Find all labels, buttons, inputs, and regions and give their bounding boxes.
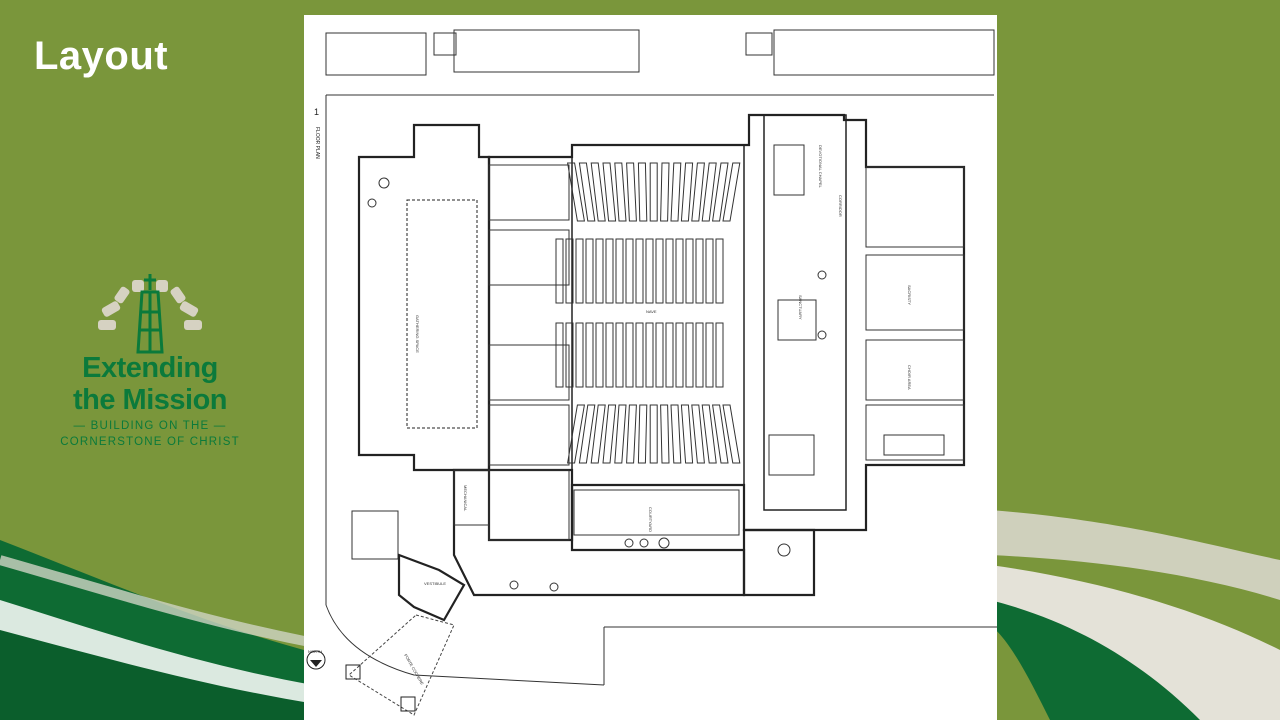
room-label-corridor: CORRIDOR	[838, 195, 843, 217]
room-label-porte-cochere: PORTE COCHERE	[403, 653, 425, 686]
pew	[635, 238, 644, 304]
pew	[660, 162, 670, 222]
room-label-courtyard: COURTYARD	[648, 507, 653, 532]
pew	[635, 322, 644, 388]
pew	[675, 322, 684, 388]
pew	[565, 238, 574, 304]
pew	[585, 322, 594, 388]
pew	[615, 322, 624, 388]
pew	[660, 404, 670, 464]
logo-title-line1: Extending	[82, 352, 218, 384]
room-label-vestibule: VESTIBULE	[424, 581, 446, 586]
pew	[722, 162, 741, 222]
pew	[691, 404, 705, 464]
pew	[645, 238, 654, 304]
room-label-chapel: DEVOTIONAL CHAPEL	[818, 145, 823, 189]
pew	[567, 404, 585, 464]
room-label-choir: CHOIR AREA	[907, 365, 912, 390]
pew	[595, 322, 604, 388]
bell-tower-icon	[98, 274, 202, 354]
pew	[715, 238, 724, 304]
pew	[575, 238, 584, 304]
pew	[670, 404, 682, 464]
pew	[605, 322, 614, 388]
pew	[602, 162, 617, 222]
room-label-narthex: GATHERING SPACE	[415, 315, 420, 353]
pew	[637, 162, 648, 222]
logo-tagline-line2: CORNERSTONE OF CHRIST	[60, 436, 240, 448]
pew	[565, 322, 574, 388]
pew	[567, 162, 585, 222]
sheet-number: 1	[314, 107, 319, 117]
pew	[625, 238, 634, 304]
pew	[712, 404, 729, 464]
pew	[705, 238, 714, 304]
pew	[665, 322, 674, 388]
pew	[715, 322, 724, 388]
pew	[626, 404, 637, 464]
pew	[680, 404, 694, 464]
pew	[555, 238, 564, 304]
north-arrow-icon: NORTH	[306, 649, 326, 670]
room-label-nave: NAVE	[646, 309, 657, 314]
slide-title: Layout	[34, 34, 169, 78]
pew	[685, 322, 694, 388]
pew	[615, 238, 624, 304]
room-label-sanctuary: SANCTUARY	[798, 295, 803, 320]
pew	[655, 322, 664, 388]
pew	[578, 162, 596, 222]
pew	[649, 404, 658, 464]
pew	[691, 162, 705, 222]
pew	[590, 162, 606, 222]
pew	[722, 404, 741, 464]
logo-tagline-line1: — BUILDING ON THE —	[73, 420, 227, 432]
pew	[585, 238, 594, 304]
floor-plan-drawing: 1 FLOOR PLAN NORTH NAVE GATHERING SPACE …	[304, 15, 997, 720]
pew	[701, 162, 717, 222]
pew	[602, 404, 617, 464]
pew	[575, 322, 584, 388]
sheet-title: FLOOR PLAN	[314, 127, 320, 159]
pew	[685, 238, 694, 304]
pew	[605, 238, 614, 304]
pew	[649, 162, 658, 222]
pew	[680, 162, 694, 222]
pew	[555, 322, 564, 388]
room-label-sacristy: SACRISTY	[907, 285, 912, 305]
pew	[595, 238, 604, 304]
pew	[578, 404, 596, 464]
floor-plan-svg: 1 FLOOR PLAN NORTH NAVE GATHERING SPACE …	[306, 29, 997, 716]
pew	[655, 238, 664, 304]
pew	[626, 162, 637, 222]
pew	[705, 322, 714, 388]
pew	[645, 322, 654, 388]
pew	[665, 238, 674, 304]
pew	[637, 404, 648, 464]
room-label-mechanical: MECHANICAL	[463, 485, 468, 512]
pew	[614, 404, 627, 464]
north-label: NORTH	[308, 649, 322, 654]
pew	[625, 322, 634, 388]
pew	[670, 162, 682, 222]
pew	[614, 162, 627, 222]
pew	[675, 238, 684, 304]
pew	[590, 404, 606, 464]
pew	[695, 238, 704, 304]
pew	[712, 162, 729, 222]
pew	[695, 322, 704, 388]
extending-the-mission-logo: Extending the Mission — BUILDING ON THE …	[52, 268, 248, 458]
pew	[701, 404, 717, 464]
logo-title-line2: the Mission	[72, 384, 228, 416]
